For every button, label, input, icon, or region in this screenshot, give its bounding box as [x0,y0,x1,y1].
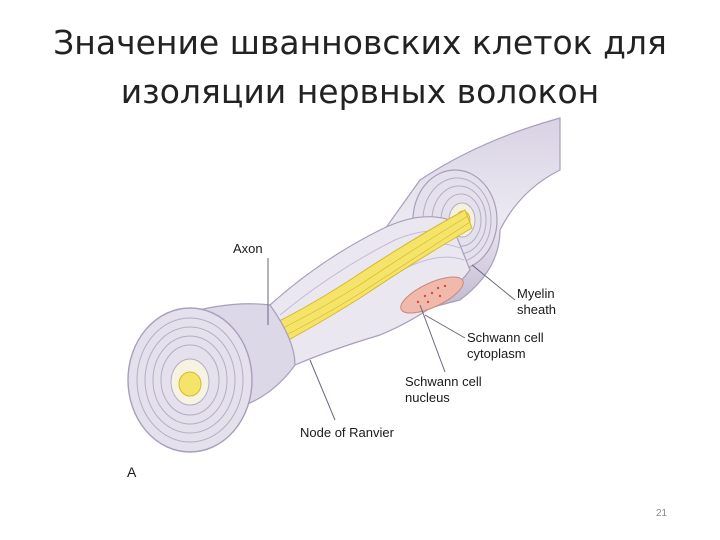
myelin-cross-section-left [128,308,252,452]
node-of-ranvier-label: Node of Ranvier [300,425,394,441]
cytoplasm-label-line-1: Schwann cell [467,330,544,346]
myelin-label-line-2: sheath [517,302,556,318]
cytoplasm-label-line-2: cytoplasm [467,346,544,362]
nucleus-label-line-1: Schwann cell [405,374,482,390]
myelin-sheath-label: Myelin sheath [517,286,556,318]
schwann-nucleus-label: Schwann cell nucleus [405,374,482,406]
nucleus-label-line-2: nucleus [405,390,482,406]
axon-label: Axon [233,241,263,257]
page-number: 21 [656,508,667,519]
nucleus-leader-line [420,305,445,372]
slide-title: Значение шванновских клеток для изоляции… [40,18,680,116]
slide-title-line-2: изоляции нервных волокон [40,67,680,116]
panel-label: A [127,464,136,480]
slide-title-line-1: Значение шванновских клеток для [40,18,680,67]
node-leader-line [310,360,335,420]
schwann-cytoplasm-label: Schwann cell cytoplasm [467,330,544,362]
myelin-label-line-1: Myelin [517,286,556,302]
